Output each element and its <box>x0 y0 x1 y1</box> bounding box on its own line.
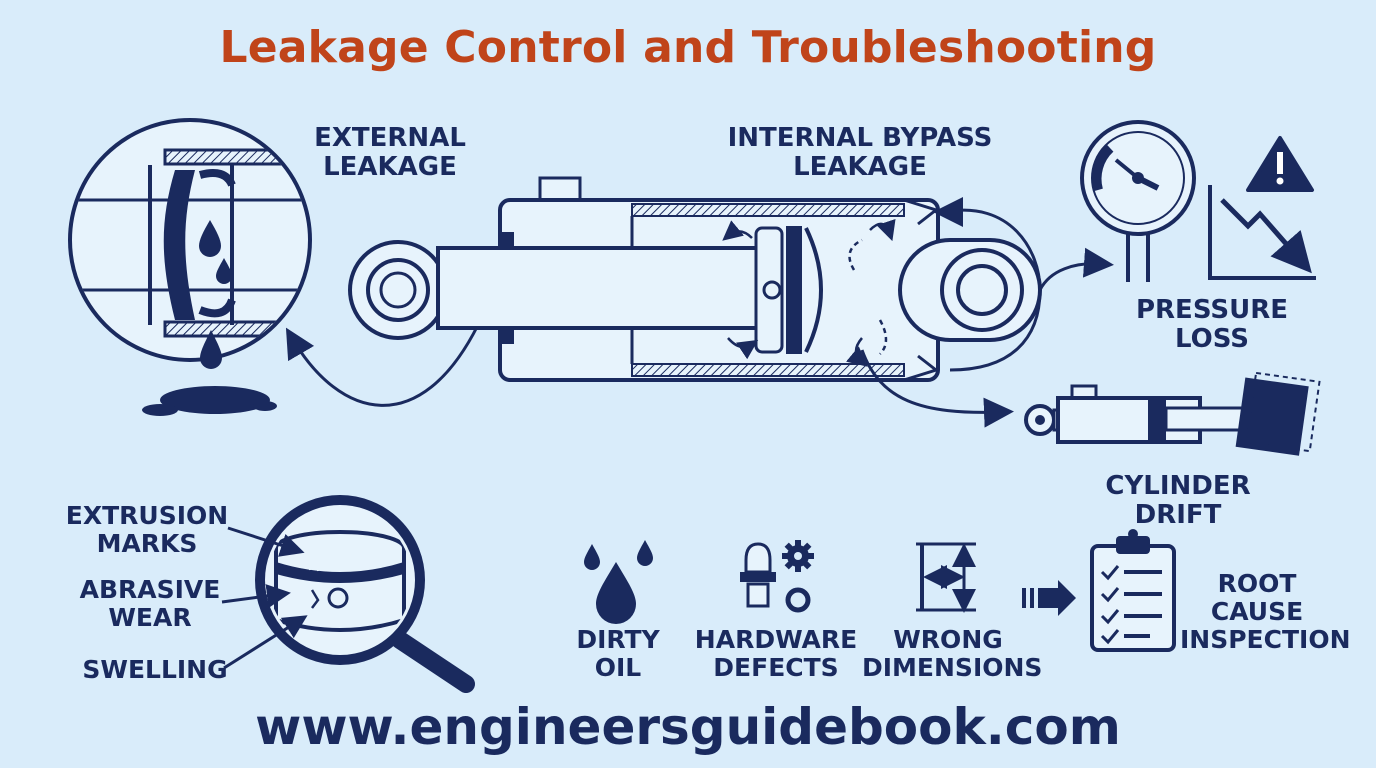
cylinder-drift-label: CYLINDER DRIFT <box>1105 471 1251 531</box>
warning-icon <box>1246 136 1314 192</box>
page-title: Leakage Control and Troubleshooting <box>219 22 1157 73</box>
magnifier-icon <box>255 495 475 693</box>
hydraulic-cylinder <box>348 176 1042 382</box>
swelling-pointer <box>223 615 308 670</box>
swelling-label: SWELLING <box>82 655 228 684</box>
internal-bypass-label: INTERNAL BYPASS LEAKAGE <box>727 123 993 183</box>
abrasive-wear-label: ABRASIVE WEAR <box>79 575 221 632</box>
dirty-oil-label: DIRTY OIL <box>576 625 660 682</box>
arrow-right-icon <box>1022 580 1076 616</box>
pressure-gauge-icon <box>1080 120 1196 282</box>
website-footer[interactable]: www.engineersguidebook.com <box>255 698 1121 756</box>
pressure-loss-label: PRESSURE LOSS <box>1135 295 1288 355</box>
root-cause-label: ROOT CAUSE INSPECTION <box>1180 569 1351 654</box>
external-leak-arrow <box>285 324 480 407</box>
cylinder-drift-icon <box>1024 371 1321 456</box>
external-leakage-detail <box>68 118 312 416</box>
abrasive-pointer <box>221 584 291 608</box>
extrusion-marks-label: EXTRUSION MARKS <box>65 501 229 558</box>
oil-drops-icon <box>584 540 653 624</box>
hardware-defects-label: HARDWARE DEFECTS <box>694 625 858 682</box>
to-drift-arrow <box>860 349 1014 428</box>
bolt-gear-icon <box>740 540 814 613</box>
dimension-icon <box>916 542 976 613</box>
external-leakage-label: EXTERNAL LEAKAGE <box>314 123 466 183</box>
dropping-graph-icon <box>1208 185 1316 280</box>
clipboard-checklist-icon <box>1090 529 1176 652</box>
extrusion-pointer <box>227 526 305 557</box>
wrong-dimensions-label: WRONG DIMENSIONS <box>862 625 1043 682</box>
